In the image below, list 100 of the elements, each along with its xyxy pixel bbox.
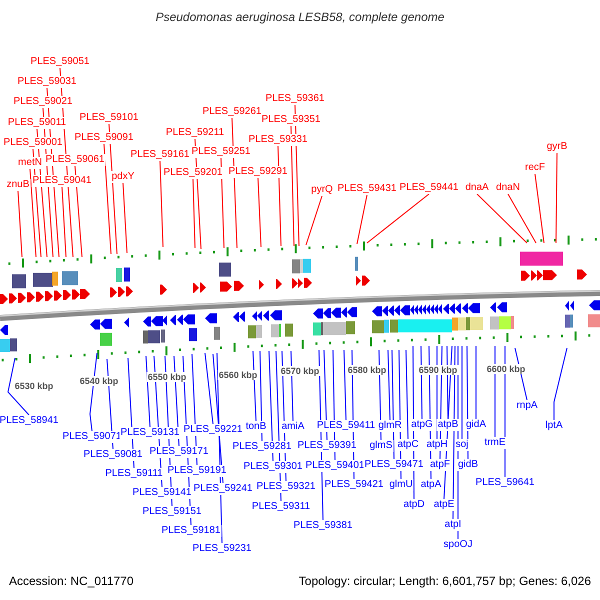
leader-line — [30, 168, 36, 258]
gene-label: atpB — [436, 419, 460, 431]
leader-line — [494, 346, 496, 438]
leader-line — [420, 346, 422, 420]
gene-label: PLES_59171 — [148, 446, 210, 458]
gene-label: pdxY — [110, 171, 136, 183]
axis-tick-label: 6590 kbp — [418, 365, 458, 375]
leader-line — [476, 194, 528, 244]
gene-label: PLES_59151 — [142, 506, 202, 518]
gene-label: PLES_59031 — [16, 76, 78, 88]
gene-label: PLES_59131 — [120, 427, 180, 439]
gene-label: PLES_59641 — [474, 477, 536, 489]
axis-tick-label: 6550 kbp — [146, 372, 188, 382]
leader-line — [440, 346, 442, 460]
gene-label: gyrB — [546, 141, 568, 153]
gene-label: PLES_59441 — [398, 182, 460, 194]
leader-line — [534, 174, 544, 244]
leader-line — [220, 158, 224, 248]
gene-label: PLES_59221 — [182, 424, 244, 436]
gene-label: atpF — [429, 459, 451, 471]
leader-line — [504, 346, 506, 478]
accession-text: Accession: NC_011770 — [9, 574, 134, 588]
gene-label: glmU — [388, 479, 414, 491]
gene-label: atpD — [402, 499, 426, 511]
gene-label: PLES_59241 — [192, 483, 254, 495]
gene-label: PLES_59421 — [324, 479, 384, 491]
gene-label: spoOJ — [442, 539, 474, 551]
gene-label: PLES_59001 — [2, 137, 64, 149]
axis-tick-label: 6600 kbp — [486, 364, 526, 374]
gene-label: PLES_59261 — [202, 106, 262, 118]
gene-label: gidA — [465, 419, 487, 431]
leader-line — [306, 196, 322, 246]
gene-label: PLES_59141 — [132, 487, 192, 499]
gene-label: soj — [454, 439, 470, 451]
leader-line — [366, 194, 430, 244]
leader-line — [160, 160, 164, 248]
gene-label: PLES_59401 — [304, 460, 366, 472]
leader-line — [7, 358, 30, 416]
gene-label: PLES_59321 — [256, 481, 316, 493]
gene-label: PLES_59351 — [260, 114, 322, 126]
leader-line — [18, 190, 22, 258]
gene-label: lptA — [544, 420, 564, 432]
leader-line — [356, 194, 368, 244]
gene-label: tonB — [244, 421, 268, 433]
gene-label: PLES_59111 — [104, 468, 164, 480]
leader-line — [452, 346, 456, 520]
gene-label: pyrQ — [310, 184, 334, 196]
gene-label: trmE — [483, 437, 507, 449]
gene-label: gidB — [457, 459, 479, 471]
gene-label: PLES_59471 — [364, 459, 424, 471]
leader-line — [344, 350, 346, 420]
gene-label: metN — [17, 157, 43, 169]
gene-label: PLES_59011 — [6, 117, 68, 129]
gene-label: atpE — [432, 499, 456, 511]
leader-line — [104, 144, 112, 254]
gene-label: atpA — [420, 479, 442, 491]
axis-tick-label: 6570 kbp — [280, 366, 320, 376]
leader-line — [508, 194, 536, 244]
gene-label: PLES_59081 — [82, 449, 144, 461]
gene-label: PLES_59201 — [162, 167, 224, 179]
gene-label: PLES_59101 — [78, 112, 140, 124]
leader-line — [268, 350, 274, 462]
leader-line — [260, 350, 262, 442]
leader-line — [290, 126, 294, 246]
leader-line — [204, 352, 214, 424]
gene-label: PLES_59181 — [160, 525, 222, 537]
gene-label: PLES_59231 — [192, 543, 252, 555]
gene-label: PLES_59041 — [32, 175, 92, 187]
leader-line — [122, 182, 128, 254]
gene-label: PLES_59291 — [228, 166, 288, 178]
gene-label: dnaA — [464, 182, 490, 194]
leader-line — [556, 152, 558, 244]
gene-label: PLES_59381 — [292, 520, 354, 532]
gene-label: PLES_59361 — [264, 93, 326, 105]
leader-line — [446, 346, 448, 420]
gene-label: PLES_59391 — [296, 440, 358, 452]
axis-tick-label: 6580 kbp — [346, 365, 388, 375]
gene-label: PLES_58941 — [0, 415, 60, 427]
leader-line — [554, 348, 568, 420]
genome-info-text: Topology: circular; Length: 6,601,757 bp; Genes: 6,026 — [298, 574, 591, 588]
gene-label: PLES_59021 — [12, 96, 74, 108]
leader-line — [412, 346, 414, 500]
axis-tick-label: 6540 kbp — [78, 376, 120, 386]
leader-line — [258, 178, 262, 248]
leader-line — [278, 146, 282, 246]
gene-label: PLES_59191 — [166, 465, 228, 477]
gene-label: atpH — [425, 439, 449, 451]
axis-tick-label: 6530 kbp — [14, 381, 54, 391]
gene-label: PLES_59061 — [44, 154, 106, 166]
gene-label: glmR — [377, 420, 403, 432]
gene-label: atpC — [396, 439, 420, 451]
title: Pseudomonas aeruginosa LESB58, complete genome — [154, 10, 446, 24]
leader-line — [436, 346, 438, 440]
gene-label: PLES_59051 — [30, 56, 90, 68]
gene-label: PLES_59211 — [164, 127, 226, 139]
leader-line — [406, 350, 408, 440]
gene-label: PLES_59091 — [74, 132, 134, 144]
leader-line — [252, 350, 256, 422]
gene-label: atpI — [444, 519, 462, 531]
gene-label: PLES_59281 — [232, 441, 292, 453]
